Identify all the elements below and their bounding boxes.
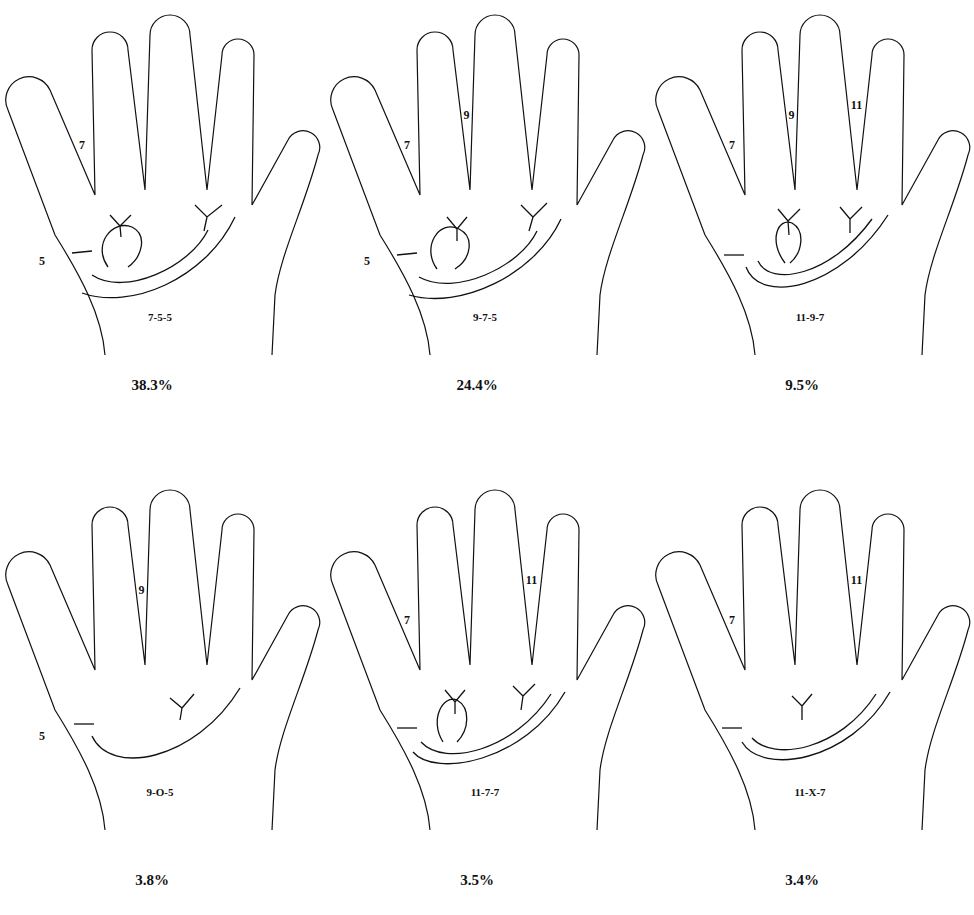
palm-crease <box>742 692 890 760</box>
hand-outline <box>331 490 645 830</box>
finger-number: 5 <box>39 255 45 267</box>
palm-crease <box>447 217 467 241</box>
palm-crease <box>413 692 565 764</box>
palm-crease <box>513 684 535 710</box>
hand-outline <box>656 490 970 830</box>
palm-crease <box>92 688 240 758</box>
palm-crease <box>102 226 141 267</box>
finger-number: 7 <box>79 139 85 151</box>
palm-crease <box>409 219 561 298</box>
palm-crease <box>170 694 194 720</box>
hand-contour <box>331 490 645 830</box>
frequency-percent: 3.5% <box>460 873 494 888</box>
finger-number: 11 <box>526 574 537 586</box>
palm-crease <box>792 694 812 720</box>
hand-contour <box>6 490 320 830</box>
frequency-percent: 24.4% <box>456 378 497 393</box>
finger-number: 9 <box>139 584 145 596</box>
finger-number: 7 <box>729 139 735 151</box>
pattern-code: 11-9-7 <box>796 312 825 323</box>
frequency-percent: 9.5% <box>785 378 819 393</box>
palm-crease <box>397 253 417 255</box>
finger-number: 7 <box>729 614 735 626</box>
pattern-code: 7-5-5 <box>148 312 172 323</box>
hand-contour <box>656 490 970 830</box>
finger-number: 7 <box>404 614 410 626</box>
hand-contour <box>331 15 645 355</box>
finger-number: 11 <box>851 99 862 111</box>
finger-number: 5 <box>39 730 45 742</box>
frequency-percent: 38.3% <box>131 378 172 393</box>
frequency-percent: 3.8% <box>135 873 169 888</box>
palm-crease <box>724 254 744 255</box>
palm-crease <box>419 231 537 283</box>
palm-crease <box>752 694 876 750</box>
palm-crease <box>437 699 467 742</box>
palm-crease <box>445 690 465 714</box>
palm-crease <box>758 219 872 275</box>
palm-crease <box>397 727 417 728</box>
hand-outline <box>6 15 320 355</box>
palm-crease <box>431 227 469 269</box>
finger-number: 5 <box>364 255 370 267</box>
palm-crease <box>82 217 235 298</box>
palm-crease <box>72 251 92 253</box>
finger-number: 9 <box>464 109 470 121</box>
palm-crease <box>746 215 888 287</box>
pattern-code: 11-X-7 <box>794 787 825 798</box>
hand-outline <box>331 15 645 355</box>
hand-outline <box>6 490 320 830</box>
finger-number: 7 <box>404 139 410 151</box>
palm-crease <box>840 207 862 233</box>
finger-number: 11 <box>851 574 862 586</box>
hand-contour <box>6 15 320 355</box>
pattern-code: 9-7-5 <box>473 312 497 323</box>
palm-crease <box>74 723 94 724</box>
palm-crease <box>195 205 222 231</box>
palm-crease <box>778 209 800 235</box>
hand-outline <box>656 15 970 355</box>
finger-number: 9 <box>789 109 795 121</box>
frequency-percent: 3.4% <box>785 873 819 888</box>
palm-crease <box>92 230 208 282</box>
hand-contour <box>656 15 970 355</box>
pattern-code: 9-O-5 <box>147 787 174 798</box>
palm-crease <box>521 203 547 231</box>
palm-crease <box>110 215 131 237</box>
palm-crease <box>722 727 742 728</box>
palm-crease <box>421 694 551 754</box>
pattern-code: 11-7-7 <box>471 787 500 798</box>
